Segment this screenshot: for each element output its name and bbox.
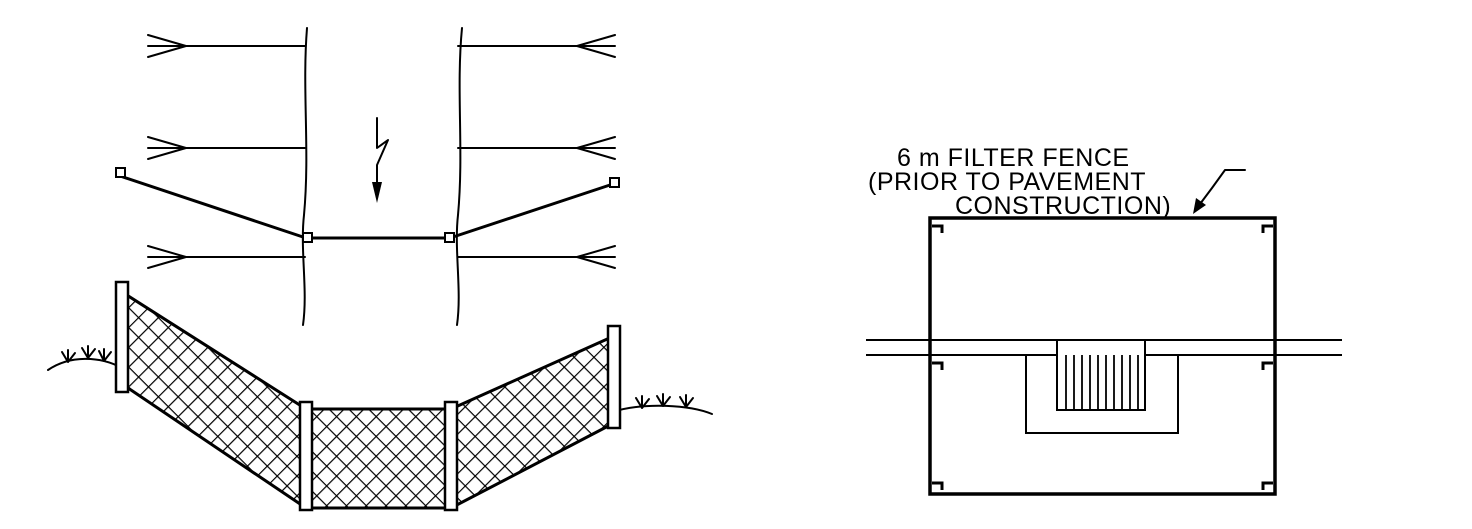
filter-fence-note-line3: CONSTRUCTION): [955, 192, 1172, 220]
inlet-grate-bars: [1065, 355, 1139, 410]
slope-arrows-left: [147, 34, 306, 269]
filter-fence-note-line1: 6 m FILTER FENCE: [897, 144, 1130, 172]
grass-tufts: [61, 345, 694, 409]
ditch-plan-view: [115, 27, 620, 326]
fence-elevation: [47, 280, 713, 512]
flow-direction-arrow: [372, 117, 389, 203]
filter-fence-enclosure: [928, 216, 1277, 496]
fence-plan-line: [115, 167, 620, 243]
fence-mesh-panels: [122, 292, 614, 508]
inlet-structure: [1025, 339, 1179, 434]
filter-fence-note-line2: (PRIOR TO PAVEMENT: [868, 168, 1147, 196]
corner-stakes: [932, 224, 1273, 490]
fence-posts: [114, 280, 622, 512]
slope-arrows-right: [457, 34, 616, 269]
ditch-left-edge: [301, 27, 308, 326]
note-leader-arrow: [1193, 169, 1246, 214]
inlet-plan-view: [866, 169, 1342, 496]
ditch-right-edge: [455, 27, 463, 326]
